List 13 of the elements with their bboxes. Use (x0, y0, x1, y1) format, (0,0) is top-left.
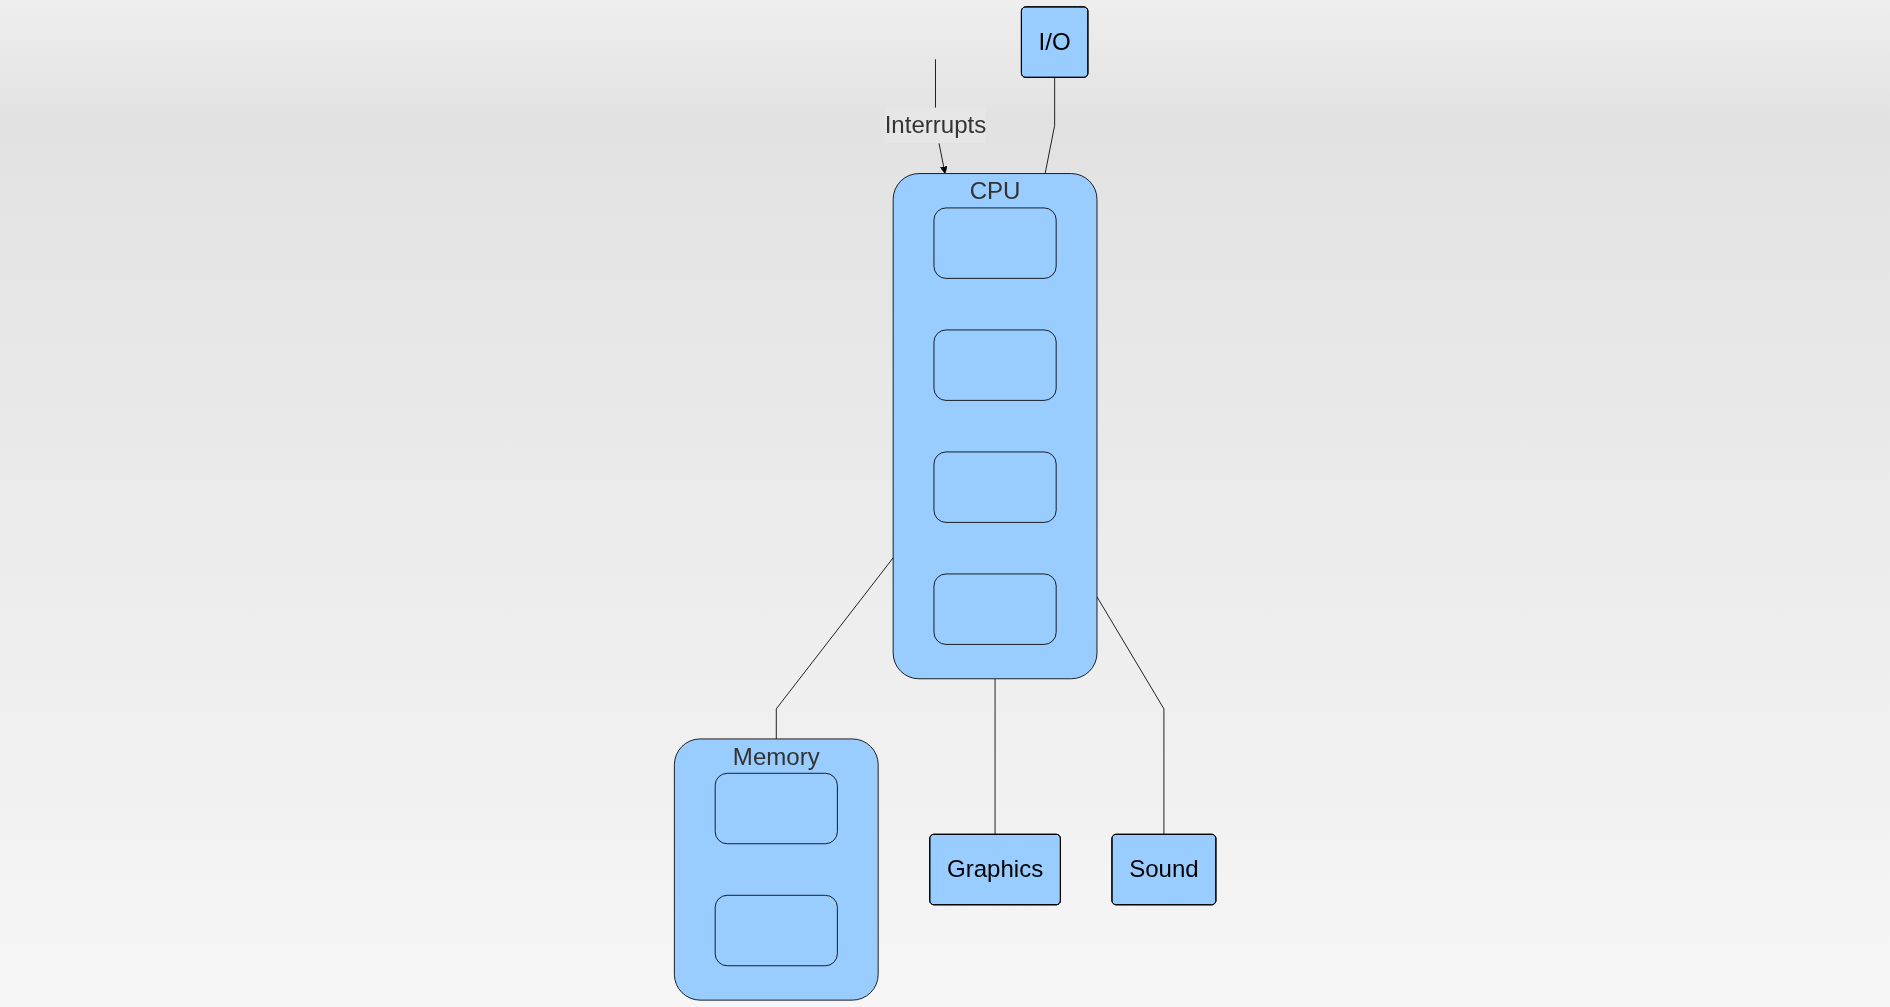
edge-label: Interrupts (884, 111, 987, 139)
connector (1044, 76, 1055, 174)
connector (994, 678, 996, 835)
node-box (714, 772, 838, 845)
connector (775, 557, 894, 740)
cluster: Memory (673, 738, 879, 1001)
cluster: CPU (892, 173, 1098, 680)
node-box (933, 329, 1057, 401)
node-box (714, 894, 838, 967)
node-box (933, 207, 1057, 279)
connector (1096, 596, 1165, 835)
node-box (933, 451, 1057, 523)
node-box (933, 573, 1057, 645)
